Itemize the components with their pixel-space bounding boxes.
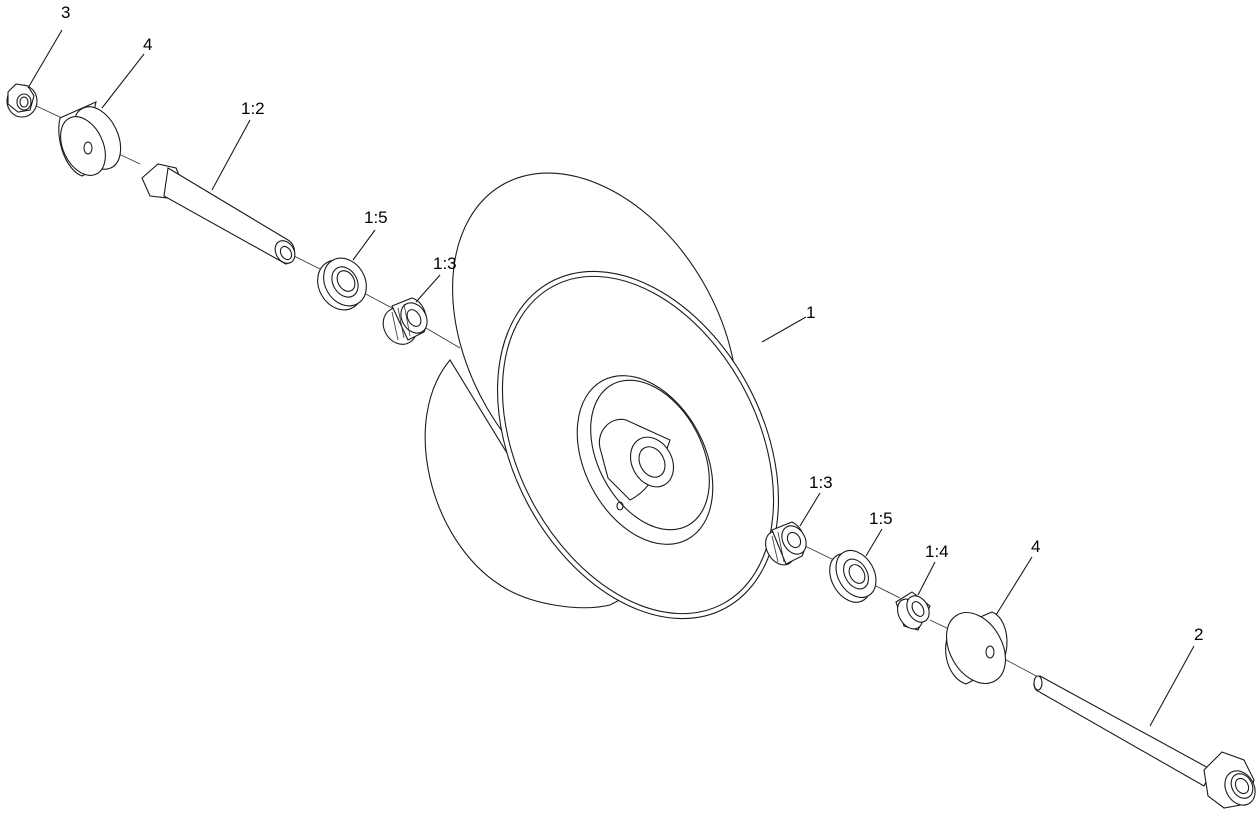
callout-race-right: 1:5	[869, 509, 893, 528]
bolt	[1033, 675, 1256, 809]
spacer-top	[58, 101, 122, 177]
callout-bolt: 2	[1194, 625, 1203, 644]
callout-race-left: 1:5	[364, 208, 388, 227]
leader-lines	[27, 29, 1195, 727]
bearing-race-left	[317, 257, 367, 311]
bearing-race-right	[829, 550, 877, 603]
wheel-assembly	[424, 172, 779, 620]
callout-spacer-top: 4	[143, 35, 152, 54]
spacer-sleeve	[895, 591, 931, 631]
callout-nut-top: 3	[61, 3, 70, 22]
callout-bearing-left: 1:3	[433, 254, 457, 273]
flange-nut-top	[6, 83, 38, 118]
callout-axle-tube: 1:2	[241, 99, 265, 118]
spacer-right	[945, 611, 1008, 685]
axle-tube	[141, 163, 296, 265]
tapered-bearing-left	[382, 297, 428, 345]
callout-bearing-right: 1:3	[809, 473, 833, 492]
callout-spacer-right: 4	[1031, 537, 1040, 556]
callout-labels: 3 4 1:2 1:5 1:3 1 1:3 1:5 1:4 4 2	[61, 3, 1203, 644]
tapered-bearing-right	[765, 521, 807, 566]
callout-sleeve: 1:4	[925, 542, 949, 561]
callout-wheel: 1	[806, 303, 815, 322]
